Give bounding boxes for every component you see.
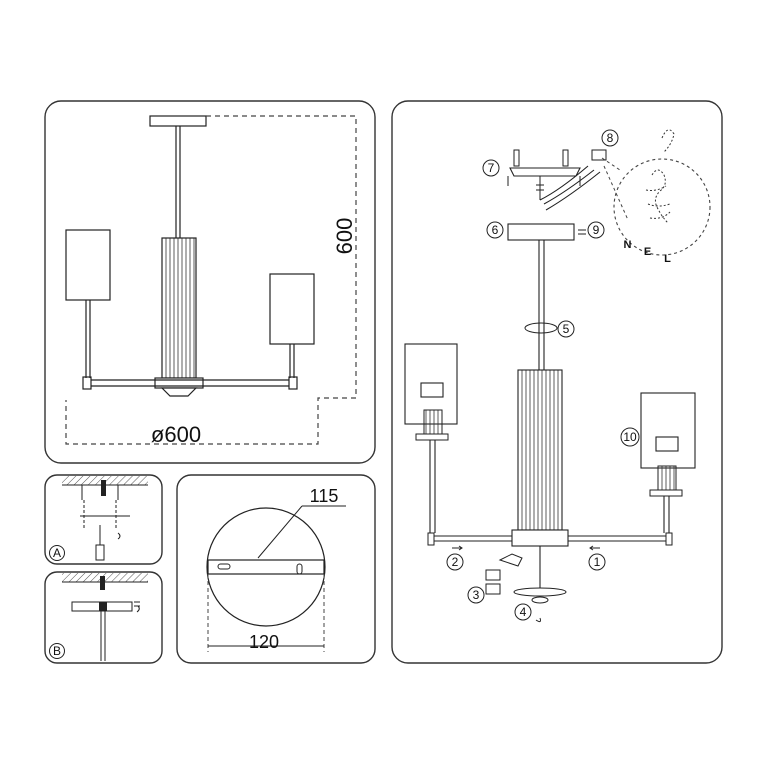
callout-9: 9 bbox=[587, 221, 605, 239]
install-panel-b: B bbox=[44, 571, 163, 664]
label-a: A bbox=[53, 546, 61, 560]
canopy-diameter-label: 120 bbox=[249, 632, 279, 652]
svg-text:7: 7 bbox=[488, 161, 495, 175]
svg-text:4: 4 bbox=[520, 605, 527, 619]
label-b: B bbox=[53, 644, 61, 658]
svg-text:1: 1 bbox=[594, 555, 601, 569]
callout-5: 5 bbox=[557, 320, 575, 338]
wire-label-n: N bbox=[624, 239, 633, 251]
mounting-bar bbox=[207, 559, 325, 575]
terminal-block bbox=[591, 149, 607, 161]
callout-1: 1 bbox=[588, 553, 606, 571]
svg-text:6: 6 bbox=[492, 223, 499, 237]
canopy-plate bbox=[149, 115, 207, 127]
dimensions-panel: 600 ø600 bbox=[44, 100, 376, 464]
wire-label-l: L bbox=[664, 253, 672, 265]
assembly-canopy bbox=[507, 223, 575, 241]
callout-8: 8 bbox=[601, 129, 619, 147]
svg-text:8: 8 bbox=[607, 131, 614, 145]
canopy-panel: 115 120 bbox=[176, 474, 376, 664]
svg-text:9: 9 bbox=[593, 223, 600, 237]
wire-label-e: E bbox=[644, 246, 652, 258]
bar-length-label: 115 bbox=[310, 486, 339, 506]
wiring-detail-circle bbox=[613, 158, 711, 256]
diameter-dimension: ø600 bbox=[151, 422, 201, 447]
callout-10: 10 bbox=[620, 427, 640, 447]
callout-2: 2 bbox=[446, 553, 464, 571]
screwdriver-icon bbox=[95, 525, 105, 561]
callout-4: 4 bbox=[514, 603, 532, 621]
mounting-bracket bbox=[509, 167, 581, 177]
svg-text:10: 10 bbox=[623, 430, 637, 444]
shade-right bbox=[269, 273, 315, 345]
fluted-column bbox=[161, 237, 197, 379]
assembly-fluted-column bbox=[517, 369, 563, 531]
shade-left bbox=[65, 229, 111, 301]
callout-3: 3 bbox=[467, 586, 485, 604]
svg-text:5: 5 bbox=[563, 322, 570, 336]
callout-7: 7 bbox=[482, 159, 500, 177]
install-panel-a: A bbox=[44, 474, 163, 565]
callout-6: 6 bbox=[486, 221, 504, 239]
dimension-outline bbox=[65, 115, 357, 445]
svg-text:2: 2 bbox=[452, 555, 459, 569]
assembly-panel: N E L bbox=[391, 100, 723, 664]
svg-text:3: 3 bbox=[473, 588, 480, 602]
height-dimension: 600 bbox=[332, 218, 357, 255]
assembly-shade-right bbox=[640, 392, 696, 469]
